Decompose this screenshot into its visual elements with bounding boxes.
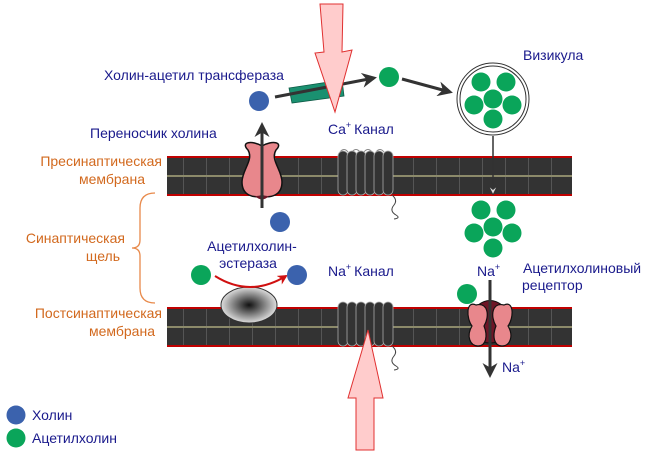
label-na-ion-top: Na+	[477, 262, 500, 279]
acetylcholine-receptor	[467, 280, 513, 378]
label-choline-acetyltransferase: Холин-ацетил трансфераза	[104, 67, 284, 83]
acetylcholine-molecule	[379, 67, 399, 87]
synaptic-cleft-brace	[131, 192, 156, 304]
legend: Холин Ацетилхолин	[6, 405, 117, 448]
label-postsynaptic-membrane-line1: Постсинаптическая	[35, 305, 162, 321]
choline-transporter	[241, 122, 283, 208]
label-receptor-line1: Ацетилхолиновый	[523, 260, 641, 276]
label-acetylcholinesterase-line2: эстераза	[219, 255, 277, 271]
legend-label-acetylcholine: Ацетилхолин	[32, 430, 117, 446]
na-channel	[337, 301, 399, 371]
label-vesicle: Визикула	[523, 47, 584, 63]
label-acetylcholinesterase-line1: Ацетилхолин-	[207, 238, 297, 254]
action-potential-arrow-down	[314, 3, 353, 114]
label-synaptic-cleft-line1: Синаптическая	[26, 230, 125, 246]
ca-channel	[337, 149, 399, 220]
label-na-ion-bottom: Na+	[502, 358, 525, 375]
legend-label-choline: Холин	[32, 407, 72, 423]
label-ca-channel: Ca+Канал	[328, 120, 394, 137]
choline-molecule	[270, 212, 290, 232]
acetylcholinesterase-enzyme	[220, 286, 278, 324]
label-synaptic-cleft-line2: щель	[86, 248, 120, 264]
action-potential-arrow-up	[347, 329, 384, 451]
legend-swatch-acetylcholine	[6, 428, 26, 448]
label-receptor-line2: рецептор	[522, 277, 583, 293]
choline-molecule	[249, 91, 269, 111]
label-presynaptic-membrane-line1: Пресинаптическая	[40, 153, 162, 169]
label-choline-transporter: Переносчик холина	[90, 125, 217, 141]
released-acetylcholine	[464, 200, 522, 258]
acetylcholine-molecule-bound	[457, 284, 477, 304]
acetylcholine-molecule	[191, 265, 211, 285]
vesicle	[456, 62, 530, 136]
hydrolysis-arrow	[214, 274, 288, 288]
label-na-channel: Na+Канал	[328, 262, 394, 279]
choline-molecule	[287, 265, 307, 285]
legend-swatch-choline	[6, 405, 26, 425]
loading-arrow	[401, 77, 453, 97]
label-presynaptic-membrane-line2: мембрана	[79, 171, 145, 187]
synthesis-arrow	[274, 72, 377, 99]
label-postsynaptic-membrane-line2: мембрана	[89, 323, 155, 339]
